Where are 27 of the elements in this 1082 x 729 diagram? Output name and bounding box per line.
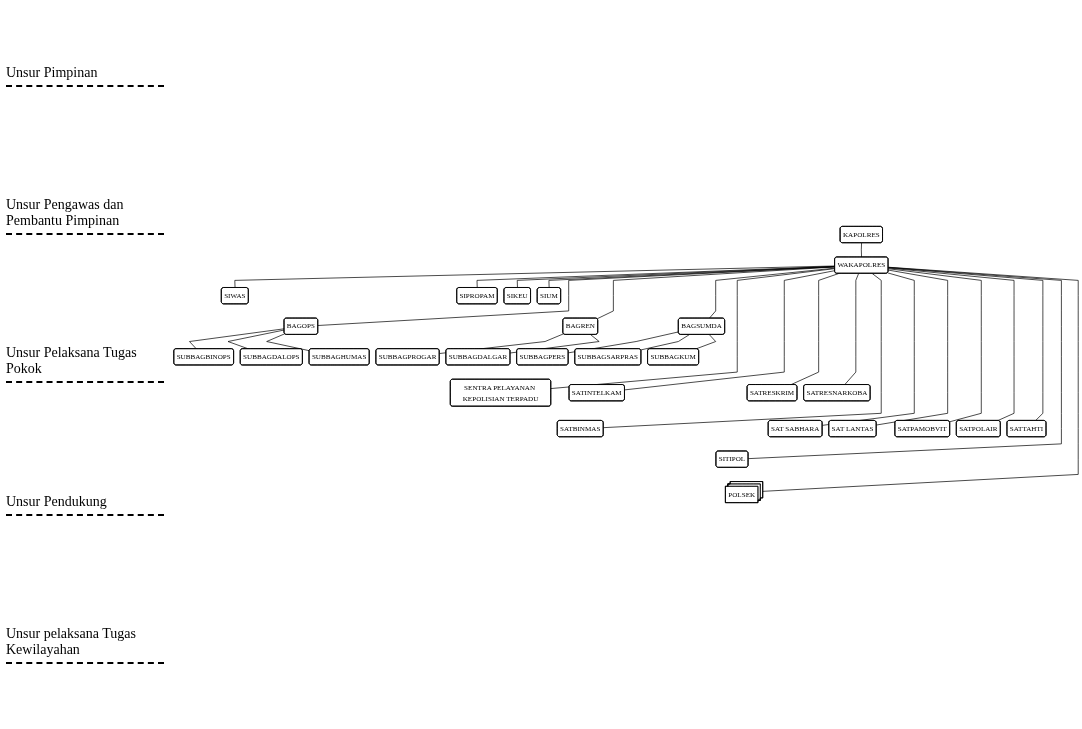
section-label: Unsur Pendukung: [6, 493, 164, 516]
connector: [550, 268, 836, 389]
connector: [624, 270, 836, 391]
connector: [695, 334, 717, 350]
connector: [762, 266, 1079, 492]
connector: [640, 334, 690, 351]
section-label: Unsur Pengawas dan Pembantu Pimpinan: [6, 197, 164, 236]
section-label: Unsur Pelaksana Tugas Pokok: [6, 345, 164, 384]
connector: [887, 268, 982, 423]
connector: [822, 272, 915, 426]
connector: [227, 329, 285, 350]
connector: [844, 273, 859, 386]
connector: [860, 242, 862, 258]
connector: [603, 273, 882, 428]
connector: [876, 269, 949, 426]
connector: [568, 331, 679, 354]
connector: [317, 266, 836, 326]
connector: [887, 267, 1044, 421]
connector: [887, 267, 1015, 421]
connector: [189, 328, 285, 350]
connector: [596, 266, 836, 320]
connector: [509, 334, 600, 354]
connector: [439, 333, 564, 354]
section-label: Unsur Pimpinan: [6, 65, 164, 88]
connector: [747, 267, 1062, 459]
connector: [234, 265, 836, 289]
section-label: Unsur pelaksana Tugas Kewilayahan: [6, 625, 164, 664]
